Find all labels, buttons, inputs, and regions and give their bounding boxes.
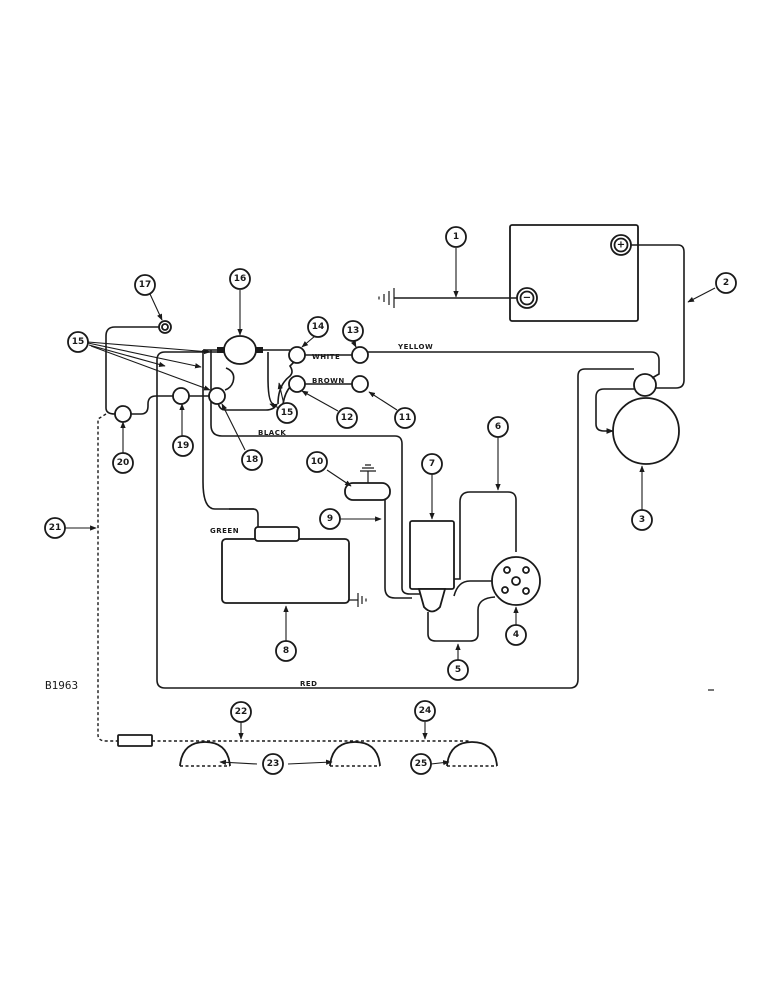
wire-label-black: BLACK — [258, 429, 286, 437]
generator-8 — [221, 526, 367, 607]
callout-6: 6 — [487, 416, 509, 438]
lighting-harness — [97, 413, 470, 747]
svg-text:+: + — [617, 240, 625, 251]
callout-13: 13 — [342, 320, 364, 342]
switch-19 — [172, 387, 190, 405]
ignition-coil-7 — [409, 520, 455, 613]
solenoid-to-motor-wire — [595, 388, 634, 432]
starter-solenoid — [633, 373, 657, 397]
callout-4: 4 — [505, 624, 527, 646]
callout-9: 9 — [319, 508, 341, 530]
callout-12: 12 — [336, 407, 358, 429]
switch-11 — [351, 375, 369, 393]
svg-text:21: 21 — [49, 523, 62, 533]
svg-text:11: 11 — [399, 413, 412, 423]
wire-label-white: WHITE — [312, 353, 340, 361]
svg-text:24: 24 — [419, 706, 432, 716]
svg-text:2: 2 — [723, 278, 729, 288]
callout-14: 14 — [307, 316, 329, 338]
red-wire — [156, 351, 634, 689]
svg-text:23: 23 — [267, 759, 280, 769]
svg-text:3: 3 — [639, 515, 645, 525]
switch-18 — [208, 387, 226, 405]
lamp-25 — [446, 741, 498, 767]
callout-17: 17 — [134, 274, 156, 296]
switch-20 — [114, 405, 132, 423]
callout-15-mid: 15 — [276, 402, 298, 424]
callout-7: 7 — [421, 453, 443, 475]
callout-19: 19 — [172, 435, 194, 457]
battery-negative-terminal: − — [516, 287, 538, 309]
callout-3: 3 — [631, 509, 653, 531]
svg-text:15: 15 — [281, 408, 294, 418]
svg-text:25: 25 — [415, 759, 428, 769]
callout-21: 21 — [44, 517, 66, 539]
battery-positive-terminal: + — [610, 234, 632, 256]
callout-5: 5 — [447, 659, 469, 681]
callout-22: 22 — [230, 701, 252, 723]
callout-2: 2 — [715, 272, 737, 294]
svg-text:−: − — [523, 293, 531, 304]
callout-20: 20 — [112, 452, 134, 474]
callout-10: 10 — [306, 451, 328, 473]
callout-16: 16 — [229, 268, 251, 290]
svg-text:20: 20 — [117, 458, 130, 468]
callout-24: 24 — [414, 700, 436, 722]
svg-text:17: 17 — [139, 280, 152, 290]
callout-23: 23 — [262, 753, 284, 775]
callout-15-top: 15 — [67, 331, 89, 353]
switch-14 — [288, 346, 306, 364]
svg-text:22: 22 — [235, 707, 248, 717]
switch-12 — [288, 375, 306, 393]
callout-leaders — [65, 248, 716, 766]
svg-text:5: 5 — [455, 665, 461, 675]
svg-text:15: 15 — [72, 337, 85, 347]
lamp-left-23 — [179, 741, 231, 767]
svg-text:13: 13 — [347, 326, 360, 336]
starter-motor — [612, 397, 680, 465]
switch-13 — [351, 346, 369, 364]
light-switch-17 — [158, 320, 172, 334]
battery-positive-cable — [631, 244, 685, 389]
svg-text:9: 9 — [327, 514, 333, 524]
wire-label-brown: BROWN — [312, 377, 345, 385]
yellow-wire — [365, 351, 660, 379]
svg-text:12: 12 — [341, 413, 354, 423]
distributor-4 — [491, 556, 541, 606]
ammeter — [217, 335, 263, 365]
callout-11: 11 — [394, 407, 416, 429]
svg-text:4: 4 — [513, 630, 519, 640]
lamp-right-23 — [329, 741, 381, 767]
harness-left — [202, 350, 254, 510]
svg-text:19: 19 — [177, 441, 190, 451]
drawing-code: B1963 — [45, 679, 78, 692]
callout-8: 8 — [275, 640, 297, 662]
svg-text:18: 18 — [246, 455, 259, 465]
relay-10 — [344, 464, 391, 501]
svg-text:8: 8 — [283, 646, 289, 656]
callout-18: 18 — [241, 449, 263, 471]
wire-label-red: RED — [300, 680, 317, 688]
wire-label-yellow: YELLOW — [397, 343, 433, 351]
callout-25: 25 — [410, 753, 432, 775]
svg-text:1: 1 — [453, 232, 459, 242]
svg-text:10: 10 — [311, 457, 324, 467]
svg-text:14: 14 — [312, 322, 325, 332]
svg-text:7: 7 — [429, 459, 435, 469]
svg-text:6: 6 — [495, 422, 501, 432]
svg-text:16: 16 — [234, 274, 247, 284]
wire-label-green: GREEN — [210, 527, 239, 535]
battery: + − — [509, 224, 639, 322]
battery-ground-cable — [378, 288, 517, 308]
callout-1: 1 — [445, 226, 467, 248]
